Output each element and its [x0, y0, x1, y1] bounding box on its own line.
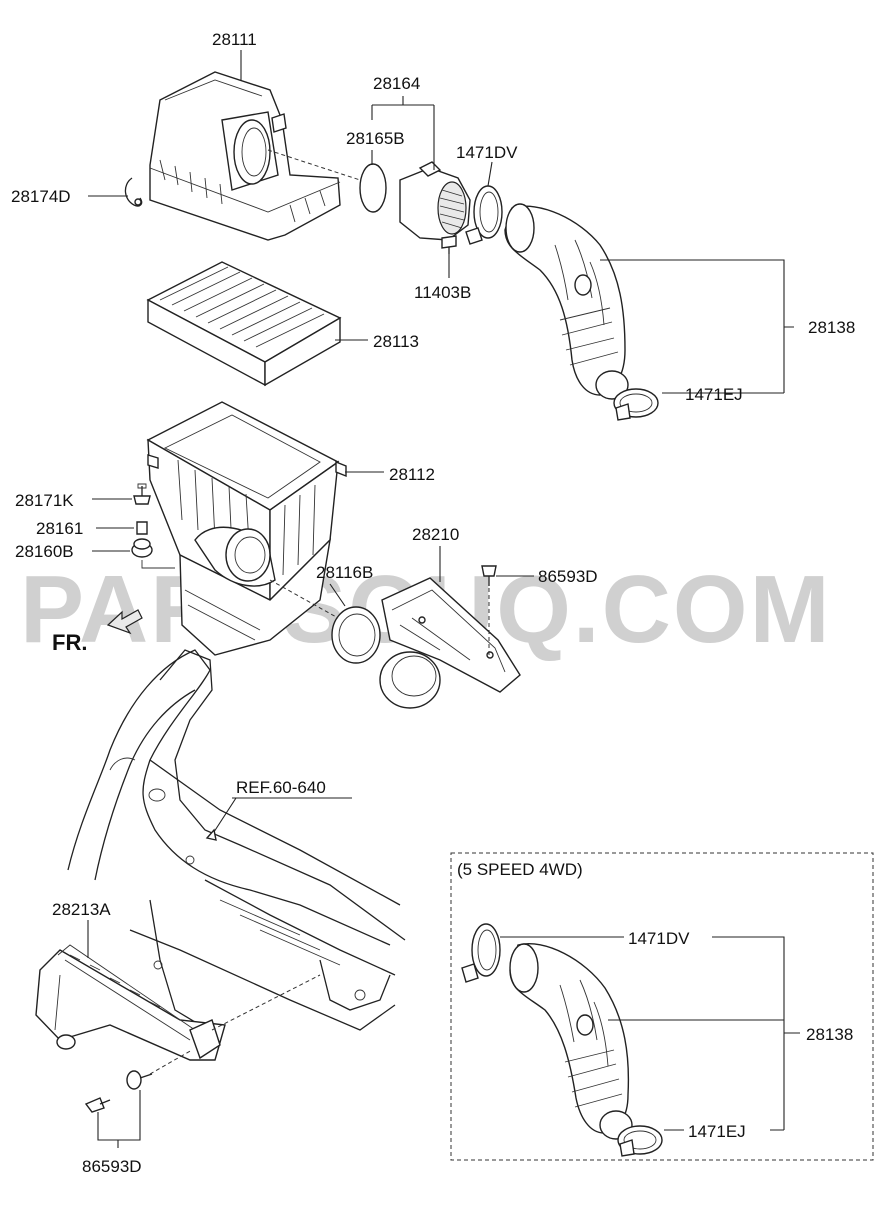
label-air-cleaner-cover: 28111: [212, 30, 257, 49]
intake-duct[interactable]: [379, 577, 521, 709]
front-label: FR.: [52, 630, 87, 655]
duct-gasket[interactable]: [331, 606, 381, 664]
sensor-bolt[interactable]: [441, 235, 457, 254]
label-bracket-clip: 86593D: [82, 1157, 142, 1176]
label-gasket: 28165B: [346, 129, 405, 148]
label-duct: 28210: [412, 525, 459, 544]
label-filter-element: 28113: [373, 332, 419, 351]
label-bushing: 28161: [36, 519, 83, 538]
assembly-line: [211, 974, 321, 1031]
gasket[interactable]: [359, 163, 387, 213]
reference-text: REF.60-640: [236, 778, 326, 797]
leader-lines: [87, 50, 800, 1148]
reference-label: REF.60-640: [205, 778, 352, 841]
air-cleaner-cover[interactable]: [149, 71, 341, 241]
inset-intake-hose[interactable]: [509, 943, 633, 1140]
bushing[interactable]: [136, 521, 148, 535]
label-inset-clamp-bottom: 1471EJ: [688, 1122, 746, 1141]
label-duct-clip: 86593D: [538, 567, 598, 586]
front-direction-indicator: FR.: [52, 609, 143, 655]
inset-title: (5 SPEED 4WD): [457, 860, 583, 879]
bracket[interactable]: [35, 944, 226, 1061]
assembly-line: [149, 1049, 193, 1075]
intake-hose[interactable]: [504, 203, 629, 400]
assembly-line: [267, 149, 361, 181]
air-filter-element[interactable]: [146, 261, 342, 387]
inset-box: [450, 852, 874, 1161]
label-duct-gasket: 28116B: [316, 563, 373, 582]
insulator[interactable]: [131, 538, 153, 558]
hose-clamp-bottom[interactable]: [613, 388, 659, 421]
label-inset-hose: 28138: [806, 1025, 853, 1044]
air-cleaner-body[interactable]: [146, 401, 347, 656]
label-insulator: 28160B: [15, 542, 74, 561]
inset-hose-clamp-bottom[interactable]: [617, 1125, 663, 1157]
label-mounting-bolt: 28171K: [15, 491, 74, 510]
label-bracket: 28213A: [52, 900, 111, 919]
label-intake-hose: 28138: [808, 318, 855, 337]
bracket-clip[interactable]: [84, 1097, 111, 1113]
duct-clip[interactable]: [481, 565, 497, 586]
vehicle-frame: [67, 649, 406, 1031]
label-inset-clamp-top: 1471DV: [628, 929, 690, 948]
assembly-line: [269, 579, 339, 619]
inset-hose-clamp-top[interactable]: [461, 923, 501, 983]
label-clamp-bottom: 1471EJ: [685, 385, 743, 404]
label-bolt: 11403B: [414, 283, 471, 302]
bracket-clip-2[interactable]: [126, 1070, 153, 1090]
mounting-bolt[interactable]: [133, 483, 151, 505]
label-hose-clip: 28174D: [11, 187, 71, 206]
label-clamp-top: 1471DV: [456, 143, 518, 162]
hose-clamp-top[interactable]: [465, 185, 503, 245]
assembly-line: [141, 560, 175, 569]
label-sensor-assy: 28164: [373, 74, 420, 93]
label-air-cleaner-body: 28112: [389, 465, 435, 484]
hose-clip[interactable]: [124, 177, 143, 207]
air-flow-sensor[interactable]: [399, 161, 471, 241]
